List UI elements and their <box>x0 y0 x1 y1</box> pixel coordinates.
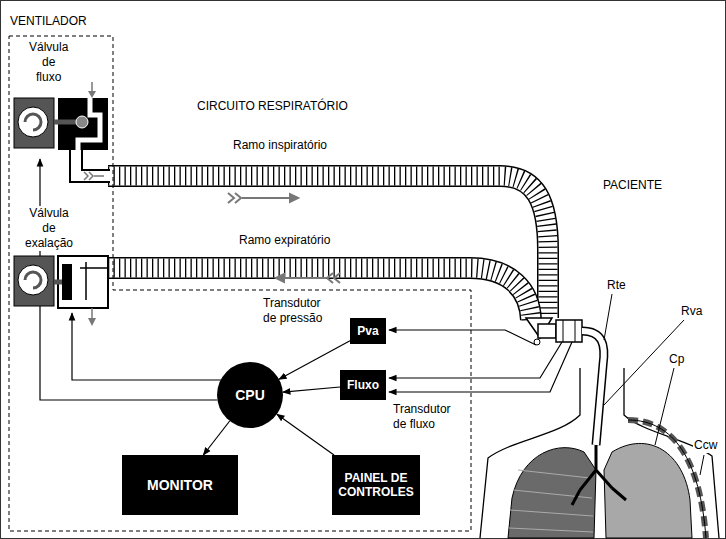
box-text: Pva <box>357 324 378 338</box>
box-text: Fluxo <box>347 378 379 392</box>
sensing-line <box>389 342 572 392</box>
signal-connector <box>203 421 229 455</box>
box-text-group: PAINEL DE CONTROLES <box>338 471 413 500</box>
exhalation-valve <box>14 256 108 326</box>
housing-title: VENTILADOR <box>10 14 87 28</box>
transducer-label: Transdutor de fluxo <box>392 402 466 432</box>
pressure-transducer: Pva <box>350 318 386 344</box>
valve-label: Válvula de fluxo <box>28 40 69 85</box>
flow-arrow <box>228 193 340 283</box>
box-text: CPU <box>235 387 265 404</box>
flow-transducer: Fluxo <box>340 370 386 400</box>
part-label: Ccw <box>693 438 718 453</box>
box-text: PAINEL DE CONTROLES <box>338 471 413 500</box>
flow-valve <box>14 82 110 180</box>
box-text-group: MONITOR <box>147 477 213 494</box>
cpu-unit: CPU <box>217 362 283 428</box>
part-label: Rva <box>680 304 703 319</box>
y-piece <box>526 318 582 345</box>
part-label: Rte <box>606 278 627 293</box>
control-wire <box>40 159 217 400</box>
box-text-group: Fluxo <box>347 378 379 392</box>
box-text: MONITOR <box>147 477 213 494</box>
tube-label: Ramo expiratório <box>238 233 331 248</box>
box-text-group: Pva <box>357 324 378 338</box>
patient-torso <box>480 368 719 538</box>
trachea-bronchi <box>572 445 626 505</box>
valve-label: Válvula de exalação <box>24 206 74 251</box>
lung-ribs <box>509 470 593 532</box>
endotracheal-tube <box>582 331 604 445</box>
right-lung <box>508 448 596 538</box>
monitor-box: MONITOR <box>122 455 238 515</box>
signal-connector <box>283 387 340 392</box>
section-label: CIRCUITO RESPIRATÓRIO <box>196 99 349 114</box>
part-label: Cp <box>668 352 685 367</box>
tube-label: Ramo inspiratório <box>232 138 328 153</box>
sensing-line <box>389 330 536 345</box>
endotracheal-tube <box>582 331 604 445</box>
leader-line <box>604 294 704 475</box>
section-label: PACIENTE <box>602 178 663 193</box>
box-text-group: CPU <box>235 387 265 404</box>
signal-connector <box>277 414 334 455</box>
transducer-label: Transdutor de pressão <box>262 296 336 326</box>
control-panel: PAINEL DE CONTROLES <box>332 455 420 515</box>
sensing-line <box>389 342 562 378</box>
control-wire <box>72 313 221 380</box>
